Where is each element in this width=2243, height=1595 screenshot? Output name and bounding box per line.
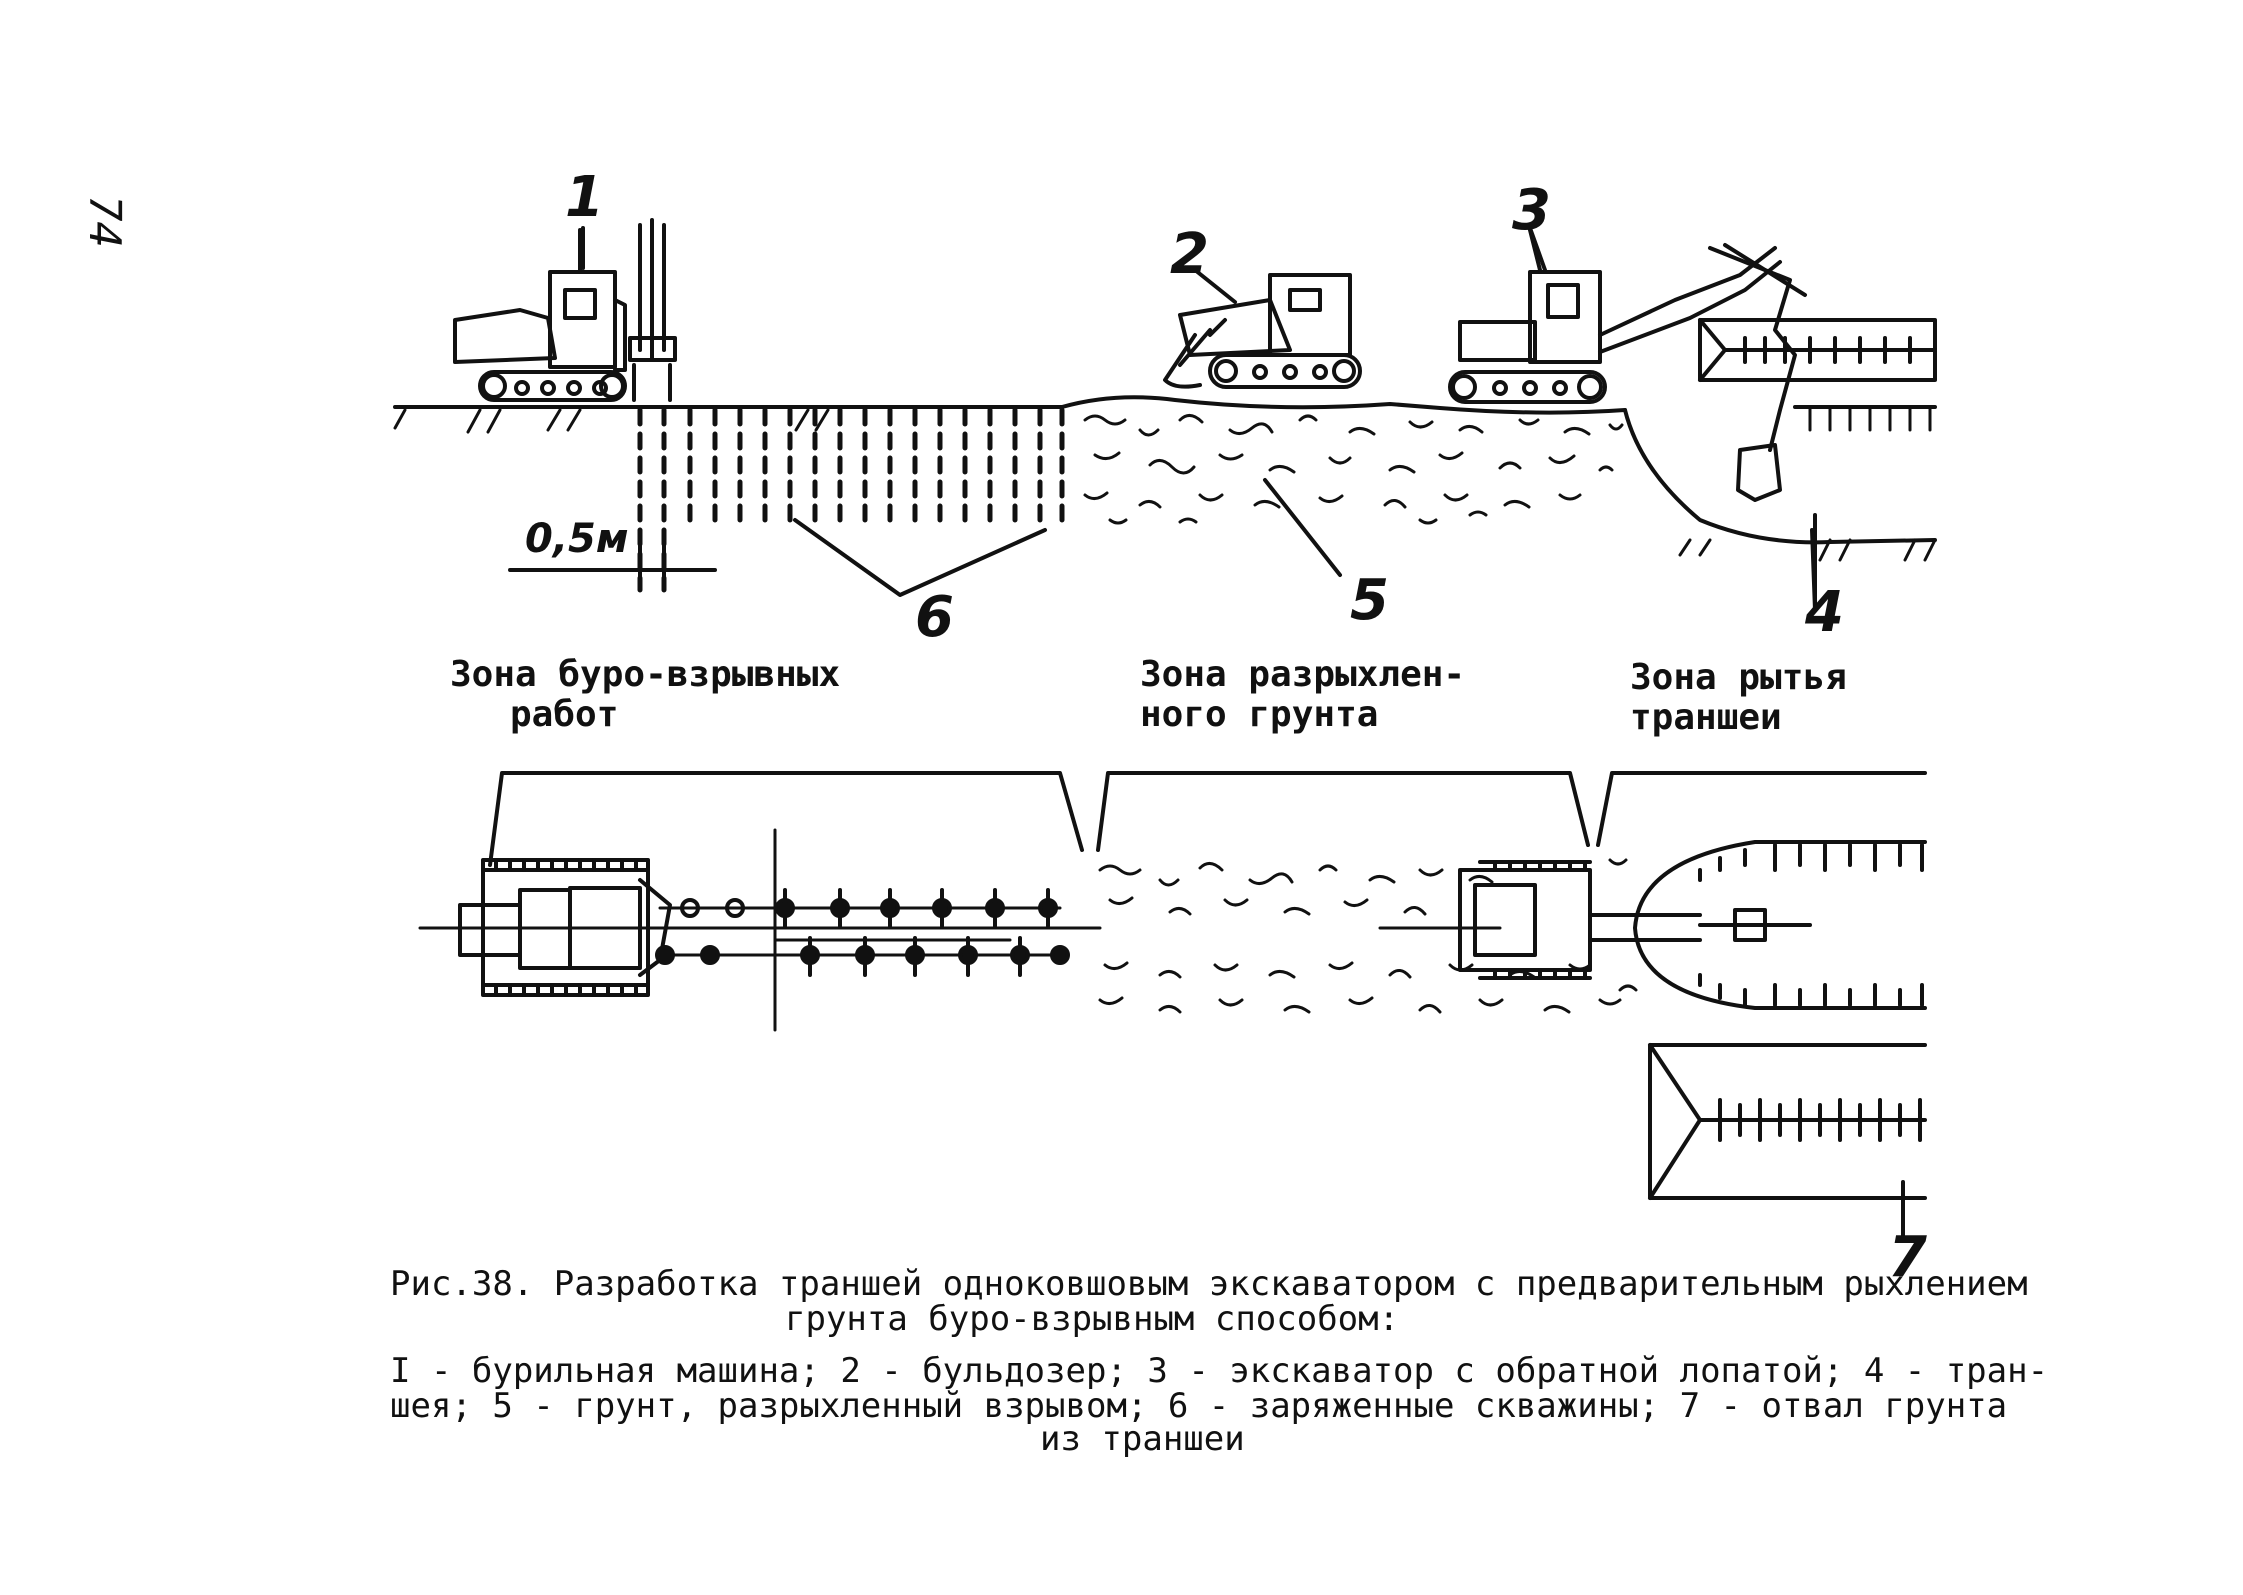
excavator-plan [1458,860,1812,980]
label-5: 5 [1350,568,1389,633]
scale-marker [508,543,717,592]
zone-drilling-line1: Зона буро-взрывных [450,654,841,695]
caption-legend-line2: шея; 5 - грунт, разрыхленный взрывом; 6 … [390,1386,2008,1426]
excavator [1448,228,1807,502]
zone-bracket-loosened [1096,771,1590,852]
charged-boreholes [637,407,1065,593]
caption-legend-line3: из траншеи [1040,1419,1245,1459]
spoil-heap-plan [1648,1043,1927,1240]
scale-label: 0,5м [525,516,629,562]
label-6: 6 [915,585,954,650]
zone-loosened-line1: Зона разрыхлен- [1140,654,1466,695]
caption-legend-line1: I - бурильная машина; 2 - бульдозер; 3 -… [390,1351,2049,1391]
zone-bracket-trenching [1596,771,1927,847]
leader-5 [1263,478,1342,577]
zone-loosened-line2: ного грунта [1140,694,1379,735]
label-4: 4 [1805,580,1844,645]
ground-line [393,395,1937,415]
label-2: 2 [1170,222,1209,287]
label-1: 1 [565,165,604,230]
leader-6 [793,518,1047,597]
leader-3 [1528,226,1547,272]
ground-hatching [393,406,1937,562]
loosened-soil [1083,414,1624,525]
drilling-machine-plan [458,858,672,997]
loosened-soil-plan [1098,858,1638,1014]
drilling-machine [453,218,677,402]
trench-section [1623,408,1937,612]
borehole-rows-plan [655,828,1070,1032]
label-7: 7 [1888,1225,1927,1290]
spoil-heap-profile [1698,318,1937,382]
zone-trenching-line1: Зона рытья [1630,657,1847,698]
leader-4 [1810,528,1817,612]
label-3: 3 [1512,178,1551,243]
caption-title-line1: Рис.38. Разработка траншей одноковшовым … [390,1264,2028,1304]
caption-title-line2: грунта буро-взрывным способом: [785,1299,1400,1339]
zone-trenching-line2: траншеи [1630,697,1782,738]
zone-bracket-drilling [488,771,1084,867]
trench-plan [1633,840,1927,1010]
bulldozer [1163,268,1362,389]
zone-drilling-line2: работ [510,694,619,735]
